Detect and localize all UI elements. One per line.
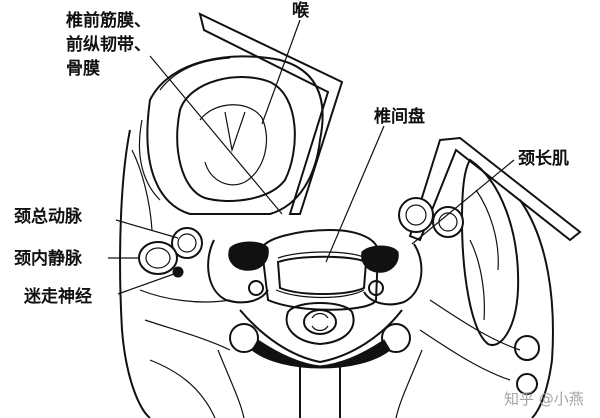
right-carotid-sheath [399,198,463,237]
watermark: 知乎 @小燕 [504,390,584,408]
label-prevertebral-fascia-3: 骨膜 [66,58,100,79]
right-vertebral-artery [362,246,399,272]
vagus-nerve [173,267,183,277]
label-vagus-nerve: 迷走神经 [23,286,92,307]
label-prevertebral-fascia-1: 椎前筋膜、 [65,10,151,31]
label-common-carotid: 颈总动脉 [14,206,83,227]
larynx-structure [139,56,322,214]
intervertebral-disc [278,257,366,294]
label-longus-colli: 颈长肌 [518,148,569,169]
label-larynx: 喉 [292,0,310,21]
label-internal-jugular: 颈内静脉 [14,248,83,269]
label-intervertebral-disc: 椎间盘 [373,106,425,127]
left-retractor-blade [200,14,342,214]
internal-jugular-vein [139,242,177,274]
label-prevertebral-fascia-2: 前纵韧带、 [66,34,151,55]
posterior-elements [218,310,422,418]
left-vertebral-artery [229,242,268,270]
longus-colli-muscle [462,160,518,345]
